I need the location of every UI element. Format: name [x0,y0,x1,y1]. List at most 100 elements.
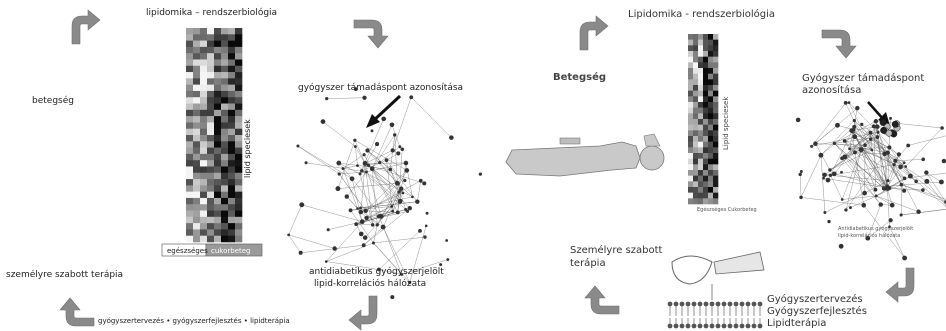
heatmap-cell [688,187,694,193]
heatmap-cell [228,103,236,111]
left-personalized-label: személyre szabott terápia [6,270,124,280]
heatmap-cell [703,113,709,120]
heatmap-cell [207,103,215,111]
heatmap-cell [708,147,714,154]
left-network-node [337,172,341,176]
heatmap-cell [193,97,201,104]
right-network-node [924,178,930,184]
heatmap-cell [708,164,714,171]
heatmap-cell [708,141,714,148]
left-network-caption-1: antidiabetikus gyógyszerjelölt [309,267,444,277]
left-network-node [359,219,365,225]
right-network-edge [889,187,923,191]
right-network-edge [889,147,911,177]
heatmap-cell [221,172,229,180]
left-network-edge [288,234,301,253]
heatmap-cell [228,46,236,54]
patient-body-icon [505,141,641,177]
heatmap-cell [228,204,236,211]
heatmap-cell [221,53,229,60]
right-network-node [831,171,837,177]
heatmap-cell [708,107,714,114]
left-network-node [362,160,368,166]
left-network-edge [355,146,358,166]
left-network-node [478,172,483,176]
right-network-node [889,202,895,208]
heatmap-cell [235,153,243,161]
heatmap-cell [698,96,704,103]
left-network-edge [366,206,392,219]
right-network-node [832,141,836,145]
heatmap-cell [186,166,194,174]
heatmap-cell [708,170,714,176]
heatmap-cell [235,34,243,41]
heatmap-cell [221,166,229,174]
heatmap-cell [228,34,236,41]
left-network-edge [301,204,363,222]
left-network-edge [373,242,402,275]
heatmap-cell [207,210,215,218]
left-network-edge [338,162,353,179]
right-network-node [860,122,864,127]
left-network-node [403,160,409,166]
left-network-node [353,87,358,91]
heatmap-cell [207,34,215,41]
right-network-node [853,150,857,155]
right-network-node [898,164,903,170]
heatmap-cell [693,181,699,188]
heatmap-cell [708,39,714,46]
heatmap-cell [207,65,215,73]
left-network-node [348,208,353,213]
left-network-node [439,263,443,267]
heatmap-cell [207,116,215,123]
heatmap-cell [200,34,208,41]
heatmap-cell [703,51,709,57]
heatmap-cell [703,164,709,171]
heatmap-cell [221,204,229,211]
right-network-node [902,161,906,165]
patient-feet-icon [643,133,661,147]
heatmap-cell [214,46,222,54]
membrane-head-icon [739,323,745,329]
left-network-node [390,148,395,153]
left-network-node [356,164,359,167]
heatmap-cell [221,40,229,48]
heatmap-cell [214,97,222,104]
heatmap-cell [200,116,208,123]
heatmap-cell [200,153,208,161]
left-network-edge [356,223,373,226]
heatmap-cell [193,128,201,136]
left-network-edge [386,153,399,161]
left-network-node [378,160,382,165]
left-network-node [353,138,357,142]
right-network-node [799,170,803,173]
right-network-edge [844,156,888,187]
left-network-node [356,207,359,210]
left-network-node [358,231,364,237]
flow-arrow-icon [59,297,95,327]
heatmap-cell [235,166,243,174]
heatmap-cell [221,90,229,98]
heatmap-cell [235,172,243,180]
right-network-node [941,158,946,164]
heatmap-cell [193,147,201,155]
heatmap-cell [708,62,714,69]
membrane-head-icon [709,301,715,307]
heatmap-cell [228,172,236,180]
right-network-edge [845,153,885,211]
heatmap-cell [200,28,208,35]
right-network-edge [811,102,846,147]
heatmap-cell [186,191,194,199]
heatmap-cell [200,97,208,104]
heatmap-cell [713,107,719,114]
heatmap-cell [193,65,201,73]
heatmap-cell [708,119,714,125]
heatmap-cell [214,223,222,230]
heatmap-cell [698,192,704,199]
heatmap-cell [193,223,201,230]
heatmap-cell [193,197,201,205]
heatmap-cell [200,166,208,174]
heatmap-cell [228,122,236,130]
left-network-edge [288,234,335,249]
right-network-node [798,172,802,177]
